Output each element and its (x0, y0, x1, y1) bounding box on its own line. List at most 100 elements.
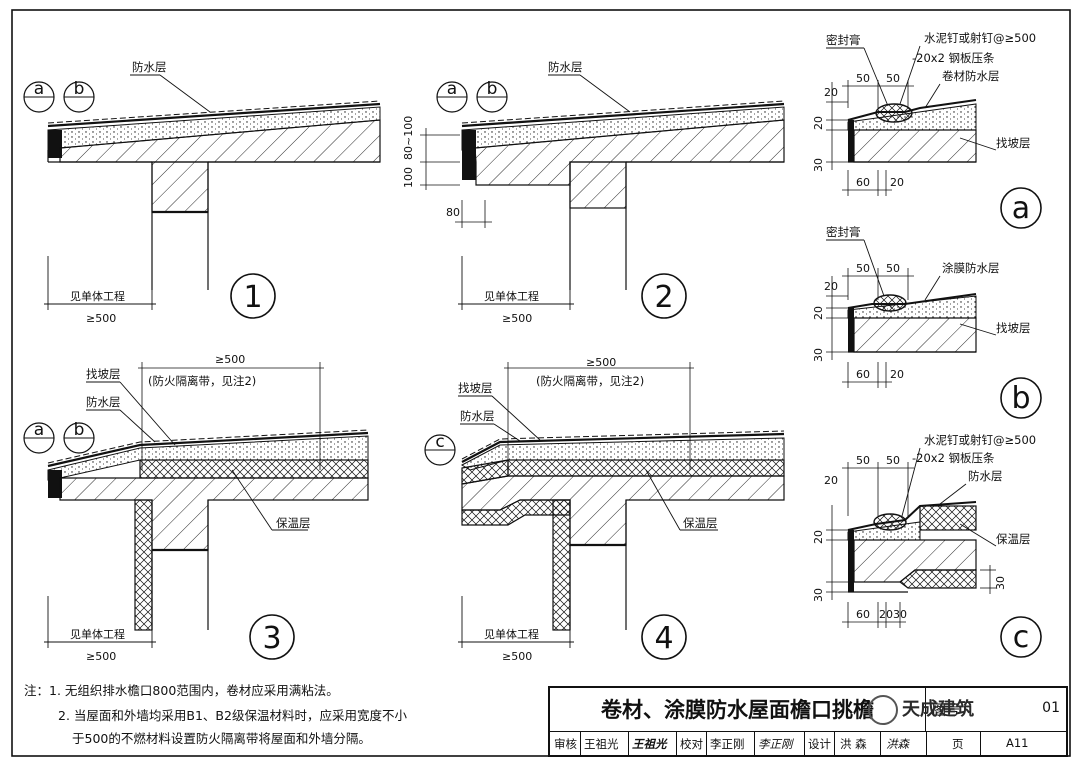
design-signature: 洪森 (886, 737, 909, 751)
detail-b-dim-20: 20 (824, 280, 838, 293)
page-value: A11 (1006, 736, 1029, 750)
detail-c-dim-30r: 30 (994, 576, 1007, 590)
detail-c: 20 20 30 30 50 50 水泥钉或射钉@≥500 -20x2 钢板压条… (812, 433, 1042, 658)
fig1-see-building: 见单体工程 (70, 289, 125, 303)
check-name: 李正刚 (710, 737, 745, 751)
detail-a: 20 20 30 50 50 密封膏 水泥钉或射钉@≥500 -20x2 钢板压… (812, 31, 1042, 229)
design-name: 洪 森 (840, 737, 867, 751)
detail-c-dim-2030: 2030 (879, 608, 907, 621)
detail-c-dim-30v: 30 (812, 588, 825, 602)
page-label: 页 (952, 737, 964, 751)
check-label: 校对 (680, 737, 703, 751)
detail-b-letter: b (1011, 381, 1030, 416)
fig2-bubble-a: a (447, 79, 457, 99)
detail-a-membrane: 卷材防水层 (942, 69, 1000, 83)
fig2-see-building: 见单体工程 (484, 289, 539, 303)
note-1: 注：1. 无组织排水檐口800范围内，卷材应采用满粘法。 (24, 682, 339, 700)
watermark-text: 天成建筑 (902, 699, 974, 720)
fig1-ge500: ≥500 (86, 312, 116, 325)
review-signature: 王祖光 (632, 737, 667, 751)
figure-3: ≥500 (防火隔离带，见注2) 找坡层 防水层 保温层 见单体工程 ≥500 … (23, 353, 369, 663)
design-label: 设计 (808, 737, 831, 751)
detail-a-sealant: 密封膏 (826, 33, 861, 47)
sheet-border (11, 9, 1071, 757)
fig3-ge500-top: ≥500 (215, 353, 245, 366)
fig4-see-building: 见单体工程 (484, 627, 539, 641)
detail-c-dim-20: 20 (824, 474, 838, 487)
figure-4: ≥500 (防火隔离带，见注2) 找坡层 防水层 保温层 见单体工程 ≥500 … (424, 356, 785, 663)
fig3-number: 3 (262, 621, 281, 656)
watermark: 天成建筑 (868, 690, 988, 730)
detail-a-dim-50a: 50 (856, 72, 870, 85)
detail-b-coating: 涂膜防水层 (942, 261, 1000, 275)
detail-c-dim-60: 60 (856, 608, 870, 621)
fig2-dim-100: 100 (402, 167, 415, 188)
catalog-label: 图号 (932, 703, 960, 719)
drawing-title: 卷材、涂膜防水屋面檐口挑檐 (550, 688, 926, 732)
detail-a-dim-20v: 20 (812, 116, 825, 130)
detail-a-dim-60: 60 (856, 176, 870, 189)
detail-c-insulation: 保温层 (996, 532, 1031, 546)
fig3-ge500: ≥500 (86, 650, 116, 663)
fig4-ge500-top: ≥500 (586, 356, 616, 369)
detail-c-dim-20v: 20 (812, 530, 825, 544)
detail-b-slope: 找坡层 (996, 321, 1031, 335)
fig2-dim-80-100: 80~100 (402, 116, 415, 160)
fig2-dim-80: 80 (446, 206, 460, 219)
fig2-bubble-b: b (487, 79, 498, 99)
detail-a-dim-30v: 30 (812, 158, 825, 172)
note-1-text: 1. 无组织排水檐口800范围内，卷材应采用满粘法。 (49, 683, 339, 698)
detail-c-waterproof: 防水层 (968, 469, 1003, 483)
figure-2: 80~100 100 80 防水层 见单体工程 ≥500 2 a b (402, 60, 785, 325)
detail-b-dim-30v: 30 (812, 348, 825, 362)
note-2b: 于500的不燃材料设置防火隔离带将屋面和外墙分隔。 (72, 731, 371, 746)
detail-b: 20 20 30 50 50 密封膏 涂膜防水层 找坡层 60 20 b (812, 225, 1042, 419)
fig4-ge500: ≥500 (502, 650, 532, 663)
detail-b-dim-20h: 20 (890, 368, 904, 381)
detail-b-sealant: 密封膏 (826, 225, 861, 239)
detail-a-dim-50b: 50 (886, 72, 900, 85)
detail-b-dim-20v: 20 (812, 306, 825, 320)
fig3-bubble-b: b (74, 420, 85, 440)
detail-c-dim-50a: 50 (856, 454, 870, 467)
fig3-waterproof-label: 防水层 (86, 395, 121, 409)
fig3-slope-label: 找坡层 (86, 367, 121, 381)
catalog-cell: 图号 01 (926, 688, 1066, 732)
detail-a-letter: a (1012, 191, 1030, 226)
signature-row: 审核 王祖光 王祖光 校对 李正刚 李正刚 设计 洪 森 洪森 页 A11 (550, 732, 1066, 755)
detail-a-slope: 找坡层 (996, 136, 1031, 150)
detail-a-nail: 水泥钉或射钉@≥500 (924, 31, 1036, 45)
fig2-number: 2 (654, 280, 673, 315)
detail-a-dim-20: 20 (824, 86, 838, 99)
catalog-value: 01 (1042, 700, 1060, 716)
fig3-bubble-a: a (34, 420, 44, 440)
watermark-logo-icon (868, 695, 898, 725)
detail-b-dim-50a: 50 (856, 262, 870, 275)
fig1-waterproof-label: 防水层 (132, 60, 167, 74)
fig4-number: 4 (654, 621, 673, 656)
detail-a-strip: -20x2 钢板压条 (912, 51, 995, 65)
note-2a: 2. 当屋面和外墙均采用B1、B2级保温材料时，应采用宽度不小 (58, 708, 407, 723)
check-signature: 李正刚 (758, 737, 793, 751)
review-label: 审核 (554, 737, 577, 751)
fig2-ge500: ≥500 (502, 312, 532, 325)
fig3-insulation-label: 保温层 (276, 516, 311, 530)
fig4-insulation-label: 保温层 (683, 516, 718, 530)
fig1-number: 1 (243, 280, 262, 315)
fig3-firebreak: (防火隔离带，见注2) (148, 374, 256, 388)
detail-b-dim-50b: 50 (886, 262, 900, 275)
review-name: 王祖光 (584, 737, 619, 751)
fig4-bubble-c: c (435, 432, 444, 452)
detail-c-dim-50b: 50 (886, 454, 900, 467)
detail-a-dim-20h: 20 (890, 176, 904, 189)
fig4-waterproof-label: 防水层 (460, 409, 495, 423)
detail-c-letter: c (1013, 620, 1030, 655)
figure-1: 防水层 见单体工程 ≥500 1 a b (23, 60, 381, 325)
fig4-firebreak: (防火隔离带，见注2) (536, 374, 644, 388)
fig4-slope-label: 找坡层 (458, 381, 493, 395)
title-block: 卷材、涂膜防水屋面檐口挑檐 图号 01 审核 王祖光 王祖光 校对 李正刚 李正… (548, 686, 1068, 757)
detail-c-nail: 水泥钉或射钉@≥500 (924, 433, 1036, 447)
detail-b-dim-60: 60 (856, 368, 870, 381)
